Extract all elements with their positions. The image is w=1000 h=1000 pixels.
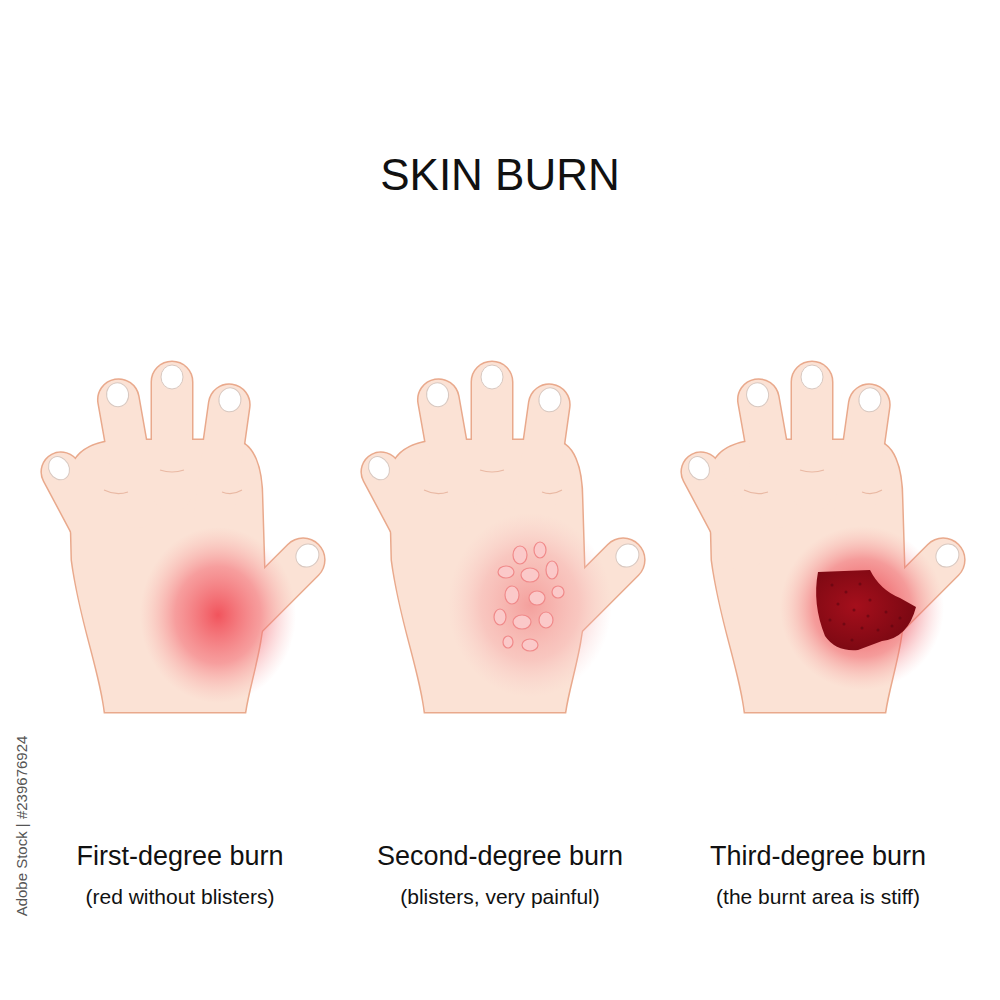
burn-degree-label: Second-degree burn: [377, 840, 623, 872]
title: SKIN BURN: [200, 148, 800, 202]
burn-description: (red without blisters): [85, 884, 274, 909]
burn-description: (the burnt area is stiff): [716, 884, 920, 909]
burn-degree-label: First-degree burn: [76, 840, 283, 872]
watermark: Adobe Stock | #239676924: [13, 736, 31, 917]
burn-degree-label: Third-degree burn: [710, 840, 926, 872]
burn-description: (blisters, very painful): [400, 884, 600, 909]
